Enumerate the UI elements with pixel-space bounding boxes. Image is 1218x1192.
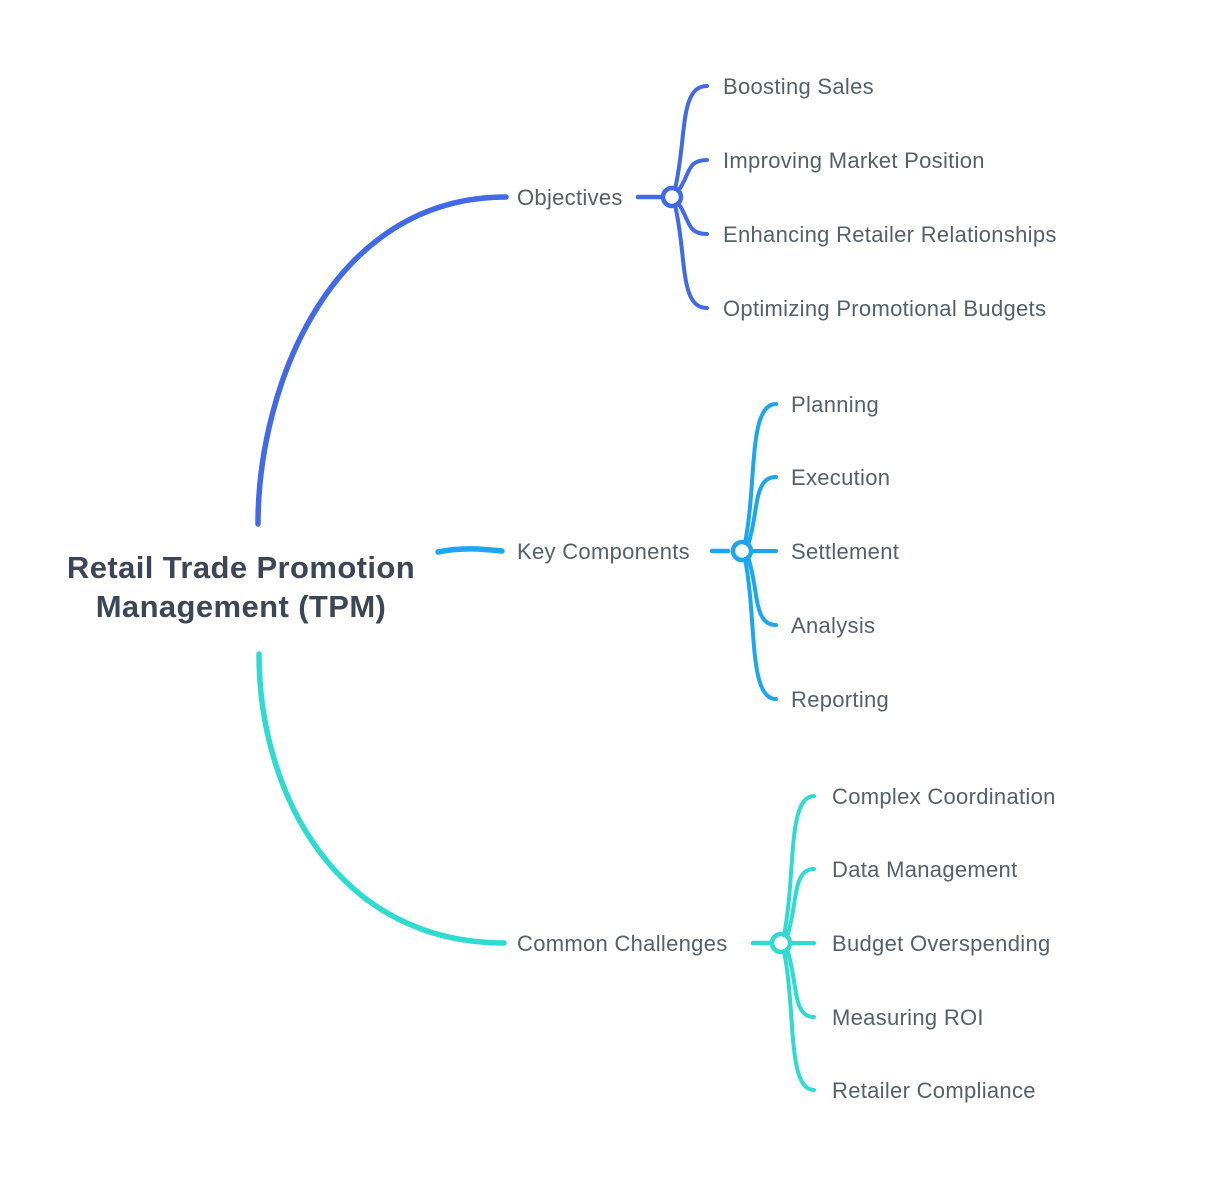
link-common-challenges-retailer-compliance (782, 949, 816, 1092)
link-objectives-improving-market-position (676, 158, 709, 193)
branch-common-challenges: Common Challenges Complex Coordination D… (256, 651, 1056, 1103)
child-node-execution: Execution (791, 465, 890, 490)
root-node: Retail Trade Promotion Management (TPM) (67, 550, 415, 624)
child-node-data-management: Data Management (832, 857, 1018, 882)
child-node-measuring-roi: Measuring ROI (832, 1005, 984, 1030)
collapse-toggle-objectives[interactable] (660, 185, 684, 209)
branch-node-common-challenges: Common Challenges (517, 931, 728, 956)
child-node-optimizing-promotional-budgets: Optimizing Promotional Budgets (723, 296, 1046, 321)
link-key-components-execution (746, 475, 778, 547)
link-common-challenges-complex-coordination (782, 794, 816, 937)
child-node-boosting-sales: Boosting Sales (723, 74, 874, 99)
root-node-label-line2: Management (TPM) (96, 589, 387, 624)
child-node-enhancing-retailer-relationships: Enhancing Retailer Relationships (723, 222, 1057, 247)
child-node-reporting: Reporting (791, 687, 889, 712)
branch-node-objectives: Objectives (517, 185, 623, 210)
branch-key-components: Key Components Planning Execution Settle… (435, 392, 899, 712)
child-node-planning: Planning (791, 392, 879, 417)
link-objectives-boosting-sales (673, 84, 709, 191)
branch-node-key-components: Key Components (517, 539, 690, 564)
link-key-components-planning (743, 402, 778, 545)
child-node-budget-overspending: Budget Overspending (832, 931, 1051, 956)
link-common-challenges-measuring-roi (785, 947, 816, 1019)
child-node-retailer-compliance: Retailer Compliance (832, 1078, 1036, 1103)
link-objectives-optimizing-promotional-budgets (673, 203, 709, 310)
link-key-components-analysis (746, 555, 778, 627)
link-root-common-challenges (256, 651, 507, 946)
child-node-complex-coordination: Complex Coordination (832, 784, 1056, 809)
link-key-components-reporting (743, 557, 778, 701)
child-node-improving-market-position: Improving Market Position (723, 148, 985, 173)
root-node-label-line1: Retail Trade Promotion (67, 550, 415, 585)
link-objectives-enhancing-retailer-relationships (676, 201, 709, 236)
branch-objectives: Objectives Boosting Sales Improving Mark… (255, 74, 1057, 527)
child-node-settlement: Settlement (791, 539, 899, 564)
child-node-analysis: Analysis (791, 613, 875, 638)
link-root-objectives (255, 194, 509, 527)
link-common-challenges-data-management (785, 867, 816, 939)
link-root-key-components (435, 546, 505, 555)
